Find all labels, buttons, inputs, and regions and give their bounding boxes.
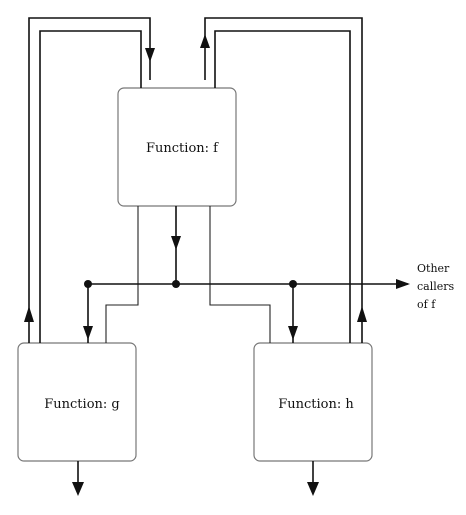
h-output-arrow <box>307 482 319 496</box>
f-output-arrow <box>171 236 181 250</box>
h-to-f-arrow-up <box>200 34 210 48</box>
function-f-label: Function: f <box>146 141 219 156</box>
g-to-f-inner-line <box>39 30 142 343</box>
bus-right-arrow <box>396 279 410 289</box>
h-to-f-outer-line <box>204 17 363 343</box>
h-output <box>307 461 319 496</box>
f-to-h-return-line <box>209 206 271 343</box>
f-to-g-return-line <box>105 206 139 343</box>
bus-junction-f <box>172 280 180 288</box>
g-to-f-loop <box>24 17 155 343</box>
function-g-node: Function: g <box>17 342 137 462</box>
function-h-node: Function: h <box>253 342 373 462</box>
g-output-arrow <box>72 482 84 496</box>
function-f-node: Function: f <box>117 87 237 207</box>
f-bottom-connections <box>105 206 271 343</box>
function-h-label: Function: h <box>278 397 354 412</box>
g-up-arrow <box>24 306 34 322</box>
h-to-f-loop <box>200 17 367 343</box>
shared-bus <box>83 279 410 343</box>
note-line-1: Other <box>417 262 450 275</box>
function-g-box <box>17 342 137 462</box>
g-output <box>72 461 84 496</box>
bus-to-g-arrow <box>83 326 93 340</box>
g-to-f-arrow-down <box>145 48 155 62</box>
h-up-arrow <box>357 306 367 322</box>
function-g-label: Function: g <box>44 397 119 412</box>
function-f-box <box>117 87 237 207</box>
other-callers-note: Other callers of f <box>417 262 455 311</box>
bus-to-h-arrow <box>288 326 298 340</box>
h-to-f-inner-line <box>214 30 351 343</box>
note-line-2: callers <box>417 280 455 293</box>
note-line-3: of f <box>417 298 436 311</box>
